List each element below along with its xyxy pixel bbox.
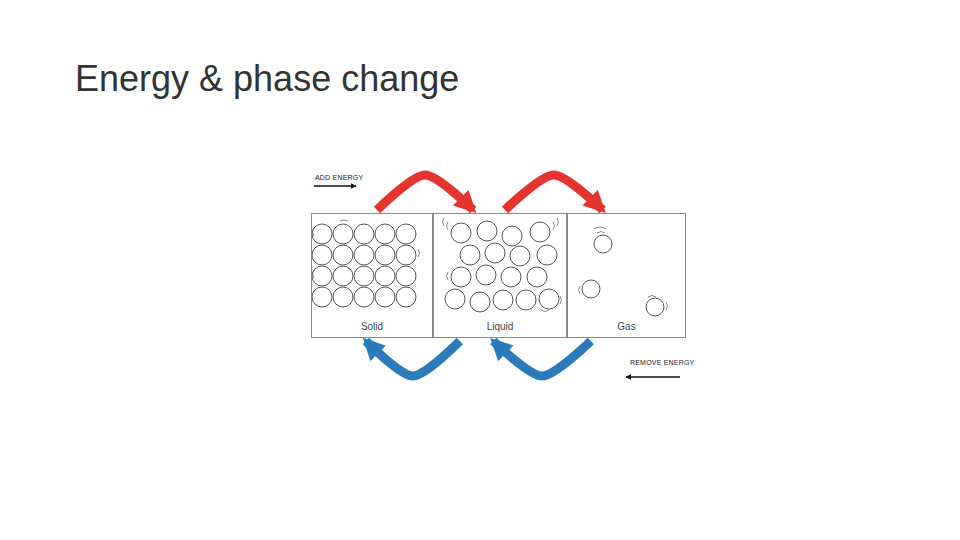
add-energy-arrow: [377, 175, 473, 210]
solid-vibration-marks: [313, 220, 420, 278]
phase-label: Liquid: [434, 321, 566, 332]
energy-label: REMOVE ENERGY: [630, 359, 694, 366]
remove-energy-arrow: [626, 376, 680, 378]
liquid-motion-marks: [443, 218, 562, 312]
liquid-particles: [445, 221, 559, 312]
remove-energy-arrow: [493, 341, 591, 376]
slide-title: Energy & phase change: [75, 58, 459, 100]
phase-box: Liquid: [433, 213, 567, 338]
add-energy-arrow: [505, 175, 603, 210]
phase-box: Gas: [567, 213, 686, 338]
phase-label: Gas: [568, 321, 685, 332]
solid-particles: [312, 224, 416, 307]
gas-motion-marks: [579, 227, 668, 310]
add-energy-arrow: [314, 185, 356, 187]
energy-label: ADD ENERGY: [315, 174, 363, 181]
gas-particles: [582, 235, 664, 316]
phase-label: Solid: [312, 321, 432, 332]
remove-energy-arrow: [366, 341, 460, 376]
phase-box: Solid: [311, 213, 433, 338]
